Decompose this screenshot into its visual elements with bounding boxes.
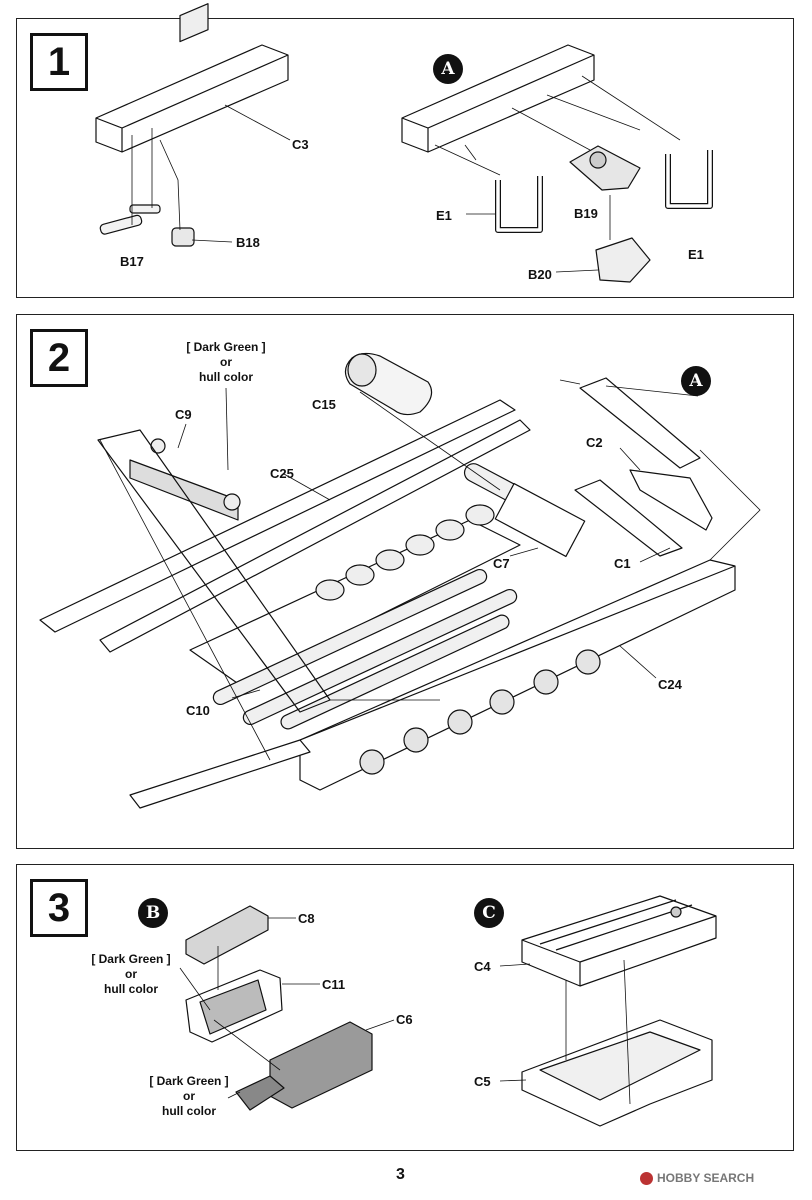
paint-note-2-line1: [ Dark Green ] xyxy=(149,1074,229,1088)
part-c3-left xyxy=(96,45,288,152)
watermark-text: HOBBY SEARCH xyxy=(657,1171,755,1185)
label-b20: B20 xyxy=(528,267,552,282)
part-b19 xyxy=(570,146,640,190)
part-c10 xyxy=(190,520,520,731)
part-c25 xyxy=(40,400,515,632)
paint-note-1-line2: or xyxy=(125,967,137,981)
bracket-a xyxy=(580,378,700,468)
paint-note-line2: or xyxy=(220,355,232,369)
paint-note-step2: [ Dark Green ] or hull color xyxy=(180,340,272,385)
sub-assembly-badge-b: B xyxy=(138,898,168,928)
label-c3: C3 xyxy=(292,137,309,152)
part-c3-right xyxy=(402,45,594,152)
sub-assembly-badge-c: C xyxy=(474,898,504,928)
part-c6 xyxy=(270,1022,372,1108)
part-c8 xyxy=(186,906,268,964)
page-number: 3 xyxy=(396,1166,405,1183)
mount-plate-left xyxy=(180,4,208,42)
label-b17: B17 xyxy=(120,254,144,269)
label-c1: C1 xyxy=(614,556,631,571)
paint-note-line3: hull color xyxy=(199,370,253,384)
label-e1-right: E1 xyxy=(688,247,704,262)
part-c1 xyxy=(575,480,682,556)
label-b18: B18 xyxy=(236,235,260,250)
sub-assembly-badge-a2: A xyxy=(681,366,711,396)
step-3-drawing xyxy=(0,0,812,1160)
label-c7: C7 xyxy=(493,556,510,571)
paint-note-1-line1: [ Dark Green ] xyxy=(91,952,171,966)
label-c25: C25 xyxy=(270,466,294,481)
step-1-number: 1 xyxy=(30,33,88,91)
label-c2: C2 xyxy=(586,435,603,450)
part-c9 xyxy=(130,460,238,520)
step-1-drawing xyxy=(0,0,812,300)
step-2-drawing xyxy=(0,0,812,860)
paint-note-step3-1: [ Dark Green ] or hull color xyxy=(82,952,180,997)
step-3-number: 3 xyxy=(30,879,88,937)
label-c9: C9 xyxy=(175,407,192,422)
paint-note-1-line3: hull color xyxy=(104,982,158,996)
step-2-number: 2 xyxy=(30,329,88,387)
label-e1-left: E1 xyxy=(436,208,452,223)
watermark: HOBBY SEARCH xyxy=(640,1171,754,1185)
sub-assembly-badge-a: A xyxy=(433,54,463,84)
label-c5: C5 xyxy=(474,1074,491,1089)
hobby-search-logo-icon xyxy=(640,1171,653,1185)
label-c8: C8 xyxy=(298,911,315,926)
paint-note-2-line3: hull color xyxy=(162,1104,216,1118)
part-b20 xyxy=(596,238,650,282)
label-c15: C15 xyxy=(312,397,336,412)
paint-note-line1: [ Dark Green ] xyxy=(186,340,266,354)
step-1-panel xyxy=(16,18,794,298)
label-c10: C10 xyxy=(186,703,210,718)
paint-note-step3-2: [ Dark Green ] or hull color xyxy=(140,1074,238,1119)
label-c11: C11 xyxy=(322,977,346,992)
part-c4 xyxy=(522,896,716,986)
label-b19: B19 xyxy=(574,206,598,221)
part-c2 xyxy=(630,470,712,530)
label-c24: C24 xyxy=(658,677,682,692)
label-c6: C6 xyxy=(396,1012,413,1027)
label-c4: C4 xyxy=(474,959,491,974)
paint-note-2-line2: or xyxy=(183,1089,195,1103)
